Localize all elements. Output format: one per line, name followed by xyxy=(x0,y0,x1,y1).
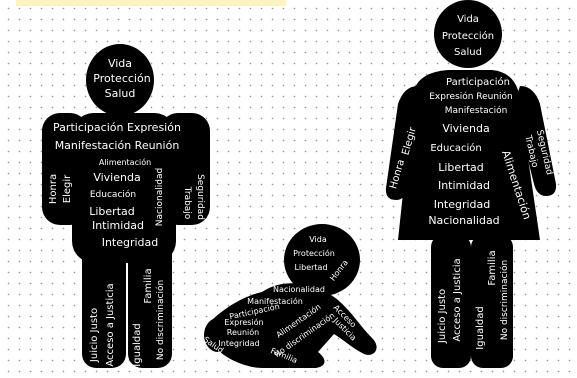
top-highlight-strip xyxy=(16,0,286,6)
baby-head-line-2: Protección xyxy=(293,248,335,258)
man-torso xyxy=(72,113,176,263)
woman-chest-line-1: Participación xyxy=(446,76,510,88)
baby-body xyxy=(204,283,377,368)
man-right-leg xyxy=(128,240,172,368)
man-head-line-3: Salud xyxy=(105,87,136,100)
woman-left-leg xyxy=(431,235,471,368)
woman-educacion: Educación xyxy=(430,142,481,154)
baby-head-line-1: Vida xyxy=(309,235,327,244)
man-right-arm xyxy=(160,113,210,225)
baby-nacionalidad: Nacionalidad xyxy=(273,285,325,294)
woman-chest-line-2: Expresión Reunión xyxy=(429,91,513,102)
woman-head-line-3: Salud xyxy=(454,47,482,58)
man-integridad: Integridad xyxy=(102,236,159,249)
man-left-leg xyxy=(82,240,126,368)
woman-right-arm xyxy=(514,86,557,196)
woman-left-leg-juicio: Juicio Justo xyxy=(437,289,448,344)
woman-head xyxy=(434,0,502,68)
man-head-line-1: Vida xyxy=(108,57,132,70)
man-right-leg-igualdad: Igualdad xyxy=(132,323,143,366)
man-left-leg-acceso: Acceso a Justicia xyxy=(105,283,116,366)
man-alimentacion: Alimentación xyxy=(99,157,151,167)
man-chest-line-1: Participación Expresión xyxy=(53,121,181,134)
woman-left-leg-acceso: Acceso a Justicia xyxy=(452,258,463,341)
woman-libertad: Libertad xyxy=(438,161,484,174)
man-libertad: Libertad xyxy=(89,205,135,218)
woman-right-leg-igualdad: Igualdad xyxy=(475,306,486,349)
man-right-arm-trabajo: Trabajo xyxy=(182,186,192,220)
man-head xyxy=(86,44,154,116)
baby-reunion: Reunión xyxy=(227,327,259,337)
baby-hand xyxy=(204,318,232,352)
man-left-leg-juicio: Juicio Justo xyxy=(89,308,100,363)
man-intimidad: Intimidad xyxy=(92,219,144,232)
man-right-leg-nodiscriminacion: No discriminación xyxy=(155,280,166,360)
woman-left-arm xyxy=(385,86,424,200)
man-vivienda: Vivienda xyxy=(93,171,140,184)
woman-right-leg-familia: Familia xyxy=(487,250,498,285)
man-head-line-2: Protección xyxy=(93,72,150,85)
baby-integridad: Integridad xyxy=(218,339,259,348)
man-right-leg-familia: Familia xyxy=(143,268,154,303)
man-right-arm-seguridad: Seguridad xyxy=(195,174,205,220)
baby-manifestacion: Manifestación xyxy=(247,296,303,306)
woman-vivienda: Vivienda xyxy=(442,122,489,135)
woman-body xyxy=(398,70,540,240)
man-left-arm-honra: Honra xyxy=(48,174,59,204)
woman-nacionalidad: Nacionalidad xyxy=(428,214,499,227)
woman-integridad: Integridad xyxy=(434,198,491,211)
man-figure: Vida Protección Salud Participación Expr… xyxy=(42,44,210,368)
man-nacionalidad: Nacionalidad xyxy=(155,168,165,226)
man-chest-line-2: Manifestación Reunión xyxy=(55,139,180,152)
woman-right-leg-nodiscriminacion: No discriminación xyxy=(499,260,510,340)
woman-chest-line-3: Manifestación xyxy=(445,105,508,116)
baby-head xyxy=(284,224,360,296)
man-left-arm-elegir: Elegir xyxy=(62,174,73,203)
woman-figure: Vida Protección Salud Participación Expr… xyxy=(385,0,557,368)
woman-head-line-1: Vida xyxy=(457,14,479,25)
baby-figure: Vida Protección Libertad Honra Nacionali… xyxy=(202,224,377,368)
man-educacion: Educación xyxy=(90,189,136,200)
baby-expresion: Expresión xyxy=(224,317,263,327)
woman-right-leg xyxy=(471,235,513,368)
woman-head-line-2: Protección xyxy=(442,30,494,42)
woman-intimidad: Intimidad xyxy=(438,179,490,192)
baby-head-line-3: Libertad xyxy=(294,263,327,272)
man-left-arm xyxy=(42,113,88,225)
